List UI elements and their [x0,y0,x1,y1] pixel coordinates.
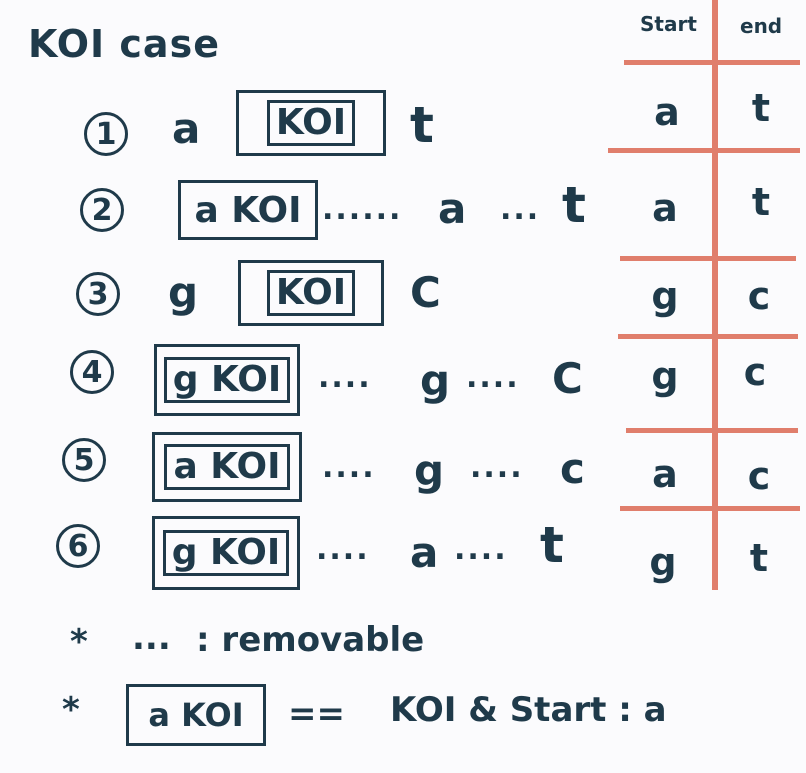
case-end: t [562,176,586,234]
koi-label: KOI [266,270,356,316]
table-cell-start: a [652,452,678,496]
koi-label: a KOI [194,189,302,231]
koi-box: a KOI [178,180,318,240]
table-cell-start: a [654,90,680,134]
note-bullet: * [62,690,80,730]
case-end: c [560,444,585,493]
case-mid: g [414,446,445,495]
table-vertical-line [712,0,718,590]
table-header-start: Start [640,12,697,36]
table-row-line [620,506,800,511]
note-koi-start-text: KOI & Start : a [390,690,667,730]
removable-dots: .... [316,532,370,567]
table-cell-end: t [749,536,769,580]
removable-dots: .... [454,532,508,567]
case-number: 3 [76,272,120,316]
removable-dots: .... [466,360,520,395]
removable-dots: .... [322,450,376,485]
table-cell-end: c [747,454,771,498]
table-cell-end: t [751,180,771,224]
koi-label: a KOI [148,696,244,734]
koi-box: g KOI [152,516,300,590]
table-row-line [626,428,798,433]
koi-label: KOI [266,100,356,146]
koi-box: g KOI [154,344,300,416]
table-cell-start: g [649,540,677,584]
table-header-end: end [740,14,783,38]
koi-box: KOI [238,260,384,326]
case-mid: g [420,356,451,405]
removable-dots: ... [500,192,541,227]
case-number: 1 [84,112,128,156]
table-row-line [608,148,800,153]
removable-dots: .... [470,450,524,485]
table-cell-start: g [651,354,679,398]
case-number: 2 [80,188,124,232]
case-prefix: g [168,268,199,317]
table-cell-start: g [651,274,679,318]
note-removable-text: : removable [196,620,425,660]
table-cell-end: c [747,274,771,318]
koi-label: g KOI [162,530,290,576]
table-row-line [618,334,798,339]
koi-label: g KOI [163,357,291,403]
case-number: 5 [62,438,106,482]
case-mid: a [410,528,439,577]
page-title: KOI case [28,22,220,66]
note-equals: == [288,694,345,734]
koi-box: KOI [236,90,386,156]
table-cell-end: t [751,86,771,130]
table-cell-start: a [652,186,678,230]
note-dots: ... [132,618,171,658]
case-suffix: t [410,96,434,154]
case-end: C [552,354,583,403]
case-end: t [540,516,564,574]
koi-box: a KOI [152,432,302,502]
table-row-line [620,256,796,261]
note-bullet: * [70,622,88,662]
table-cell-end: c [743,350,767,394]
case-suffix: C [410,268,441,317]
case-prefix: a [172,104,201,153]
case-number: 4 [70,350,114,394]
table-row-line [624,60,800,65]
removable-dots: .... [318,360,372,395]
removable-dots: ...... [322,192,403,227]
case-number: 6 [56,524,100,568]
koi-box: a KOI [126,684,266,746]
koi-label: a KOI [164,444,290,490]
case-mid: a [438,184,467,233]
